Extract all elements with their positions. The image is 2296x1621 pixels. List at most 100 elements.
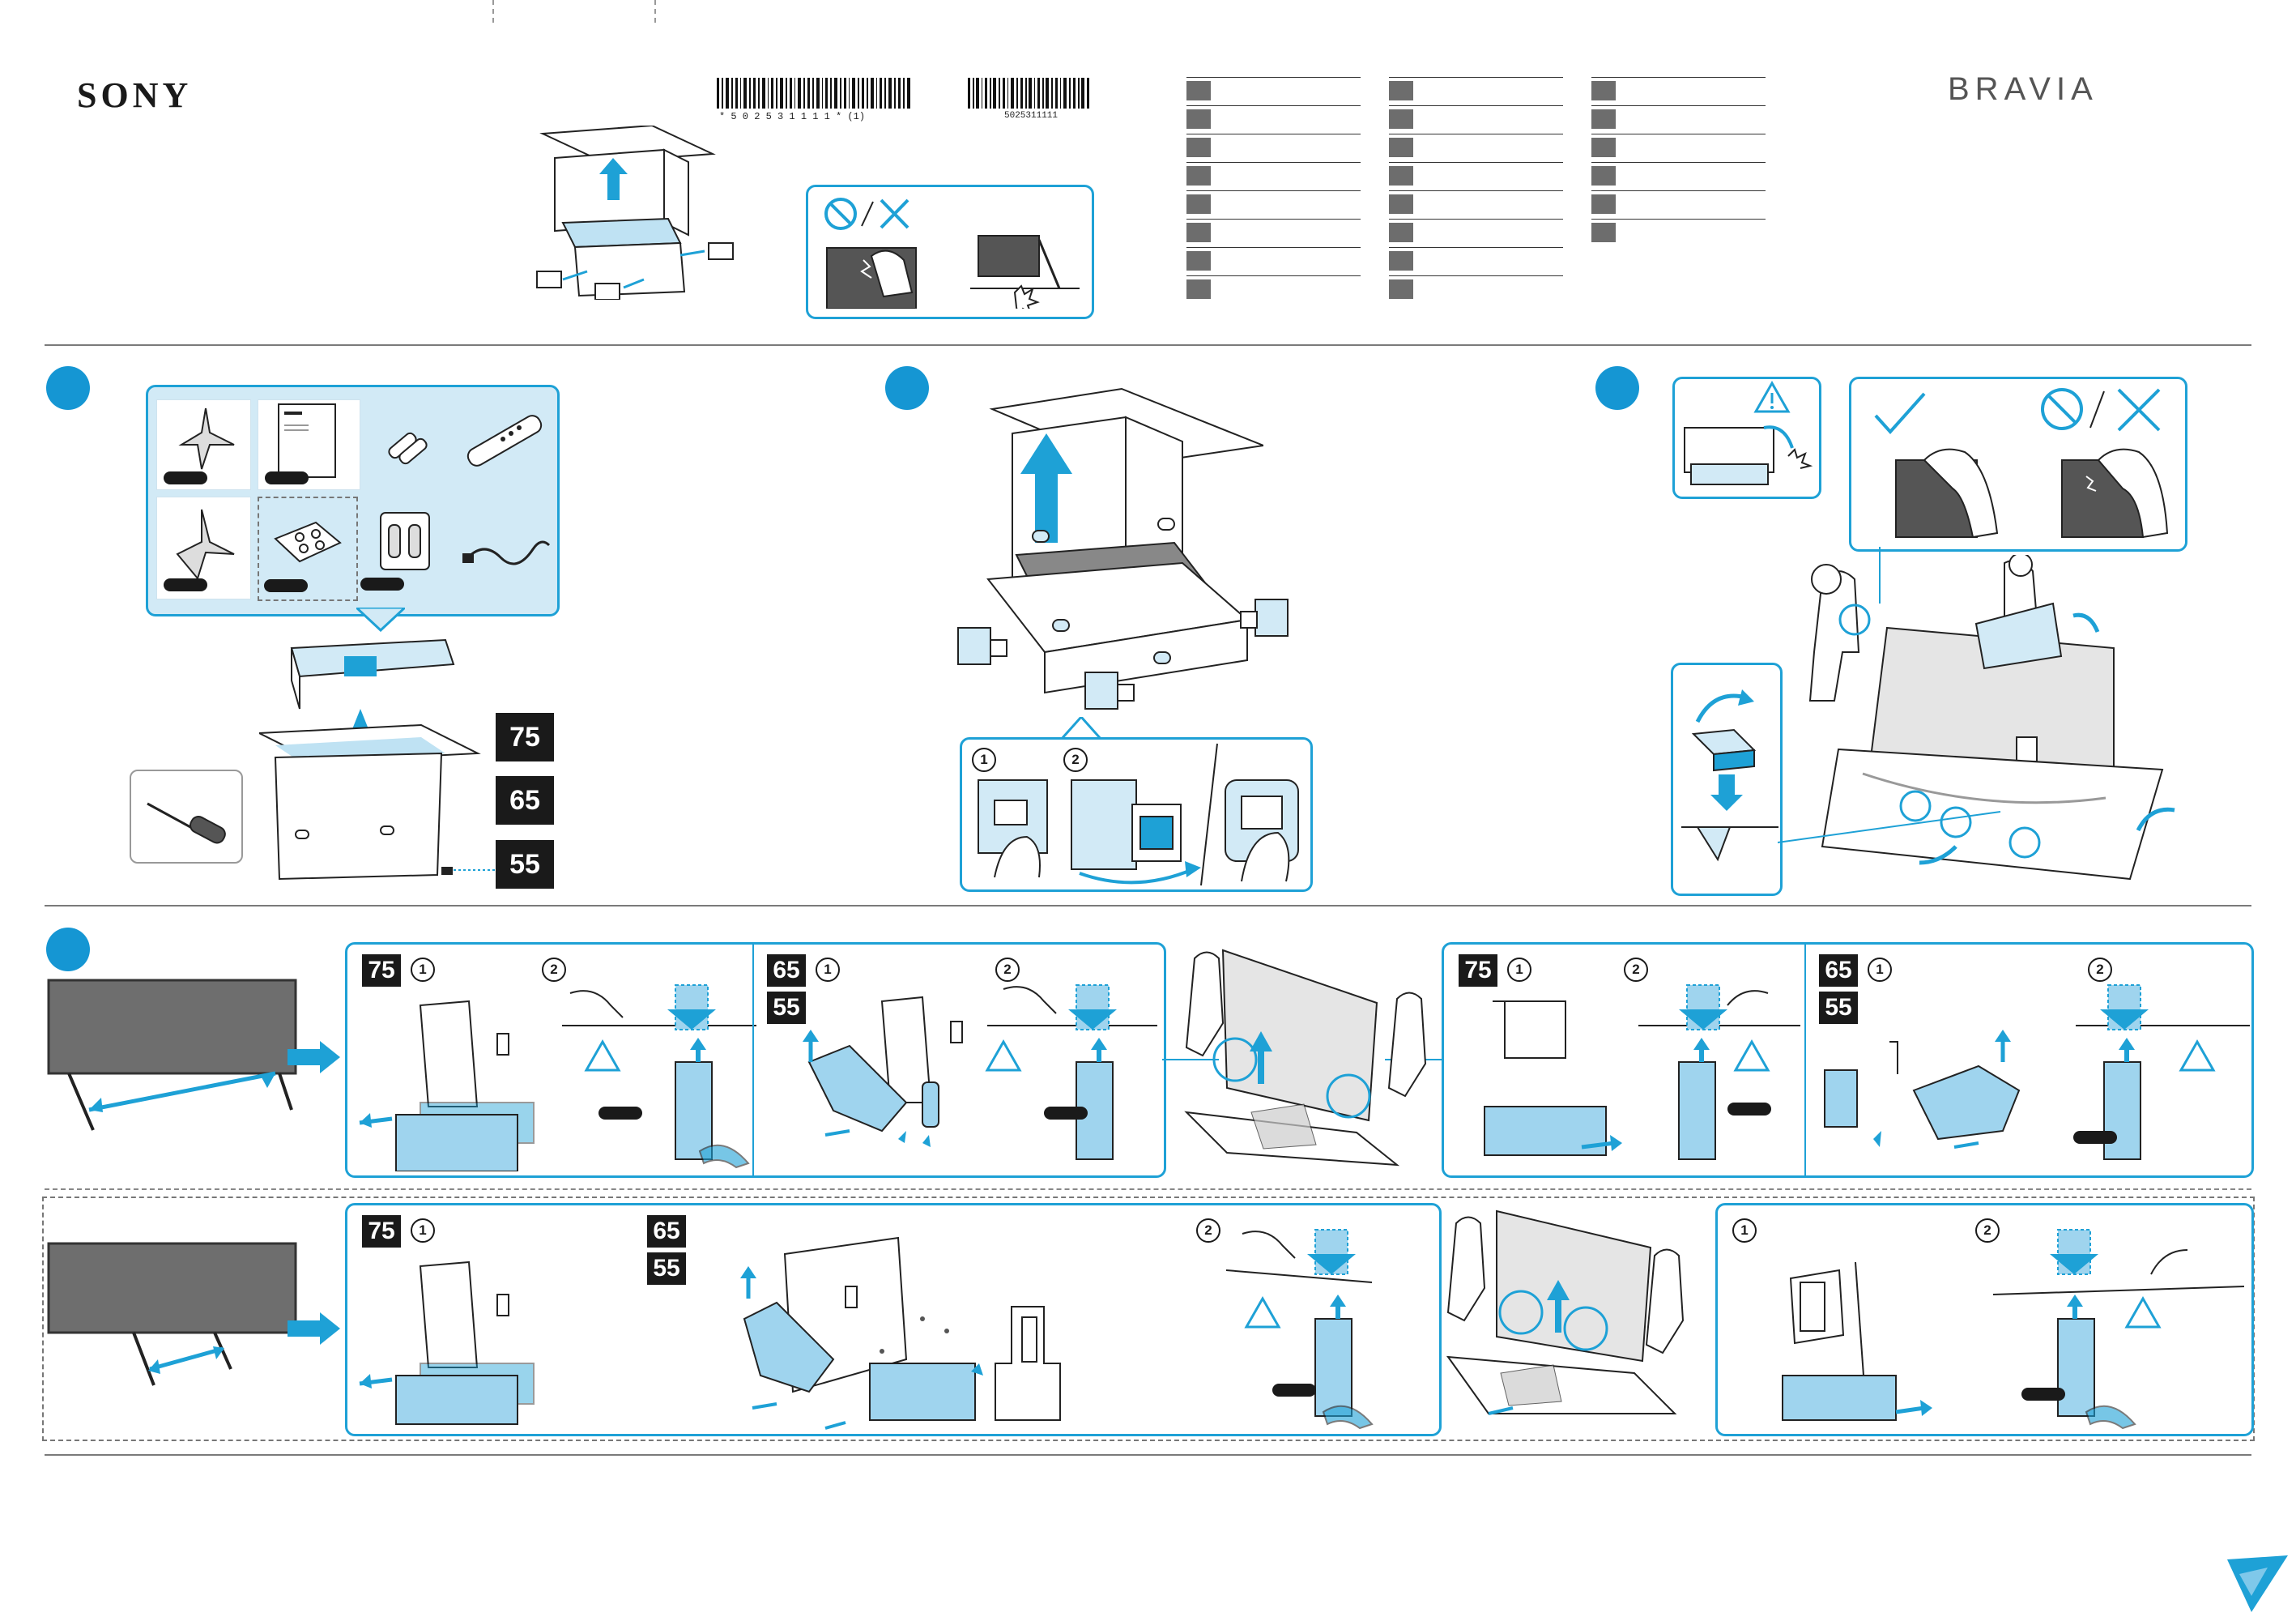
part-code-pill [2021,1388,2065,1401]
header-box-illustration [536,126,734,300]
stand-leg-icon [178,407,235,470]
language-row [1389,134,1563,162]
remove-foam-75-illustration [359,1000,535,1171]
box-clip [1084,672,1135,710]
tv-narrow-stand-illustration [47,1242,297,1386]
language-row [1186,219,1361,247]
screws-tile [258,497,358,601]
narrow-stand-section [42,1197,2255,1441]
step-number: 1 [972,748,996,772]
remote-item [456,403,553,484]
remove-foam-narrow-alt-illustration [1782,1261,1932,1421]
box-clip [1240,599,1289,637]
language-row [1591,77,1766,105]
manual-tile [258,399,360,490]
language-row [1186,134,1361,162]
batteries-item [367,403,448,484]
language-row [1186,105,1361,134]
accessory-box-illustration [259,638,481,881]
size-badge: 65 [767,954,806,987]
clip-removal-panel: 1 2 [960,737,1313,892]
caution-edge-panel [1672,377,1821,499]
batteries-icon [388,432,428,465]
language-row [1186,190,1361,219]
stand-panel-narrow: 75 1 65 55 2 [345,1203,1442,1436]
step-number: 2 [1975,1218,2000,1243]
stand-panel-wide-alt: 75 1 2 65 55 1 2 [1442,942,2254,1178]
language-row [1186,275,1361,304]
size-badge: 55 [767,992,806,1024]
language-row [1389,162,1563,190]
corner-mark-icon [2227,1555,2288,1612]
language-row [1591,219,1766,247]
barcode-2 [968,78,1089,109]
stand-leg-icon [176,509,235,581]
screws-bag-icon [274,521,342,563]
sony-logo: SONY [77,75,193,115]
remove-foam-65-55-illustration [803,996,963,1147]
language-column-3 [1591,77,1766,247]
language-row [1389,275,1563,304]
remove-foam-65-55-alt-illustration [1824,1030,2021,1149]
insert-leg-narrow-alt-illustration [1993,1229,2245,1430]
language-row [1389,247,1563,275]
size-badge-65: 65 [496,776,554,825]
step-number: 1 [1868,958,1892,982]
place-tv-narrow-illustration [1446,1209,1685,1415]
step-number: 1 [1507,958,1531,982]
screen-press-illustration [826,247,917,309]
step-number: 2 [2088,958,2112,982]
language-column-1 [1186,77,1361,304]
separator-line [1200,743,1218,886]
correct-handling-panel [1849,377,2187,552]
tv-drop-illustration [970,235,1080,309]
part-code-pill [164,578,207,591]
remove-foam-75-alt-illustration [1484,1000,1622,1156]
insert-leg-narrow-illustration [1226,1229,1374,1430]
tv-wide-stand-illustration [47,979,297,1131]
stand-leg-b-tile [156,497,251,599]
size-badge-75: 75 [496,713,554,761]
cable-holder-item [360,501,449,598]
part-code-pill [360,578,404,591]
callout-line [1879,547,1881,604]
remove-foam-narrow-75-illustration [359,1261,535,1425]
step-number: 2 [1196,1218,1220,1243]
size-badge-55: 55 [496,840,554,889]
part-code-pill [264,579,308,592]
prohibited-x-icon [824,198,909,230]
checkmark-icon [1874,392,1926,434]
clip-closeup-illustration [1225,779,1299,882]
dotted-leader [454,869,502,871]
size-badge: 55 [1819,992,1858,1024]
language-row [1389,105,1563,134]
place-tv-on-stand-illustration [1162,949,1442,1167]
divider [45,344,2251,346]
part-code-pill [1044,1107,1088,1120]
step-number: 2 [542,958,566,982]
size-badge: 65 [1819,954,1858,987]
language-row [1591,134,1766,162]
size-badge: 75 [1459,954,1497,987]
insert-leg-65-55-illustration [985,984,1157,1160]
insert-leg-65-55-alt-illustration [2076,984,2250,1160]
language-row [1591,162,1766,190]
step-2-marker [885,366,929,410]
language-row [1186,247,1361,275]
divider-dashed [45,1188,2251,1192]
box-clip [957,627,1007,665]
part-code-pill [1272,1384,1316,1397]
part-code-pill [598,1107,642,1120]
stand-leg-tile [156,399,251,490]
part-code-pill [1727,1103,1771,1116]
insert-leg-75-alt-illustration [1638,984,1800,1160]
step-1-marker [46,366,90,410]
stand-panel-narrow-alt: 1 2 [1715,1203,2254,1436]
remove-foam-narrow-65-55-illustration [740,1236,1061,1430]
stand-panel-wide: 75 1 2 65 55 1 2 [345,942,1166,1178]
step-number: 2 [1063,748,1088,772]
step-3-marker [1595,366,1639,410]
language-column-2 [1389,77,1563,304]
step-number: 2 [1624,958,1648,982]
insert-leg-75-illustration [562,984,756,1169]
